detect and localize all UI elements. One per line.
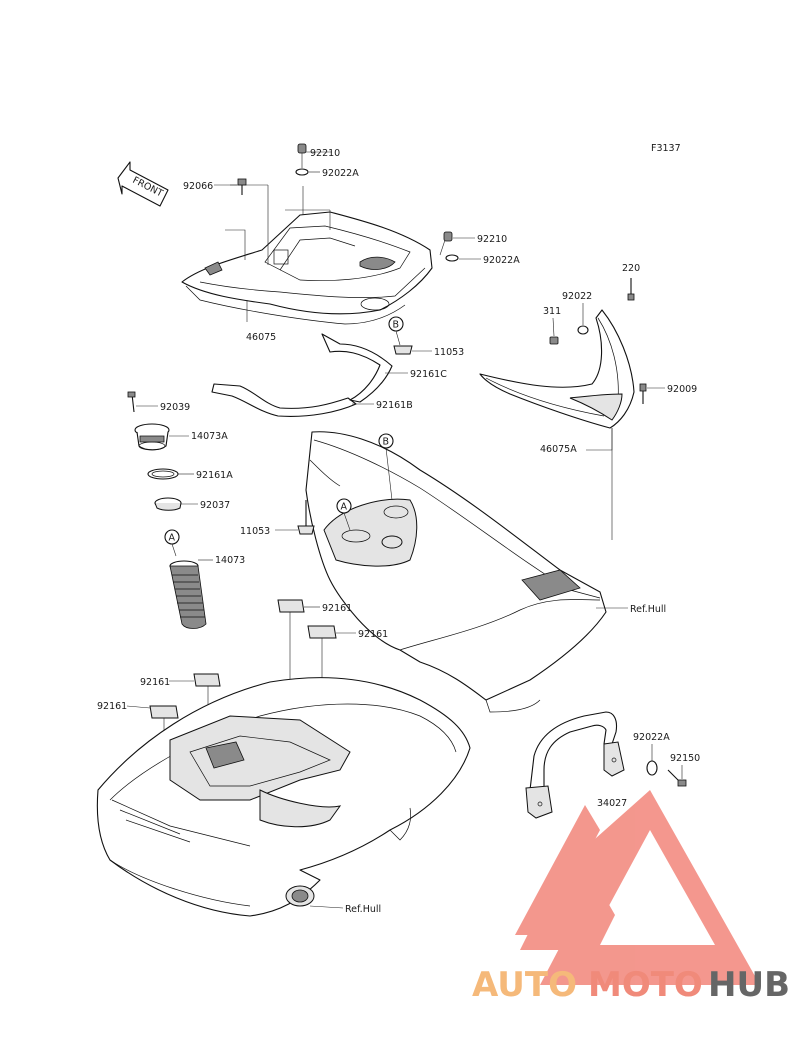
label-46075: 46075 — [246, 332, 276, 343]
bolt-92210-top-icon — [297, 143, 307, 154]
screw-220-icon — [627, 278, 635, 301]
clip-11053-right-icon — [393, 345, 413, 355]
label-92039: 92039 — [160, 402, 190, 413]
watermark-logo-icon — [515, 790, 760, 985]
front-arrow-icon: FRONT — [117, 161, 169, 207]
svg-text:A: A — [169, 533, 176, 544]
watermark-text: AUTO MOTO HUB — [472, 965, 790, 1005]
clip-11053-left-icon — [297, 500, 315, 535]
bolt-92210-mid-icon — [443, 231, 453, 242]
label-92037: 92037 — [200, 500, 230, 511]
label-92150: 92150 — [670, 753, 700, 764]
label-311: 311 — [543, 306, 561, 317]
pad-92161-d-icon — [149, 705, 179, 719]
svg-text:B: B — [383, 437, 390, 448]
oring-92161A-icon — [147, 468, 179, 480]
label-92210-top: 92210 — [310, 148, 340, 159]
handle-34027-drawing — [525, 711, 625, 819]
label-92210-mid: 92210 — [477, 234, 507, 245]
label-220: 220 — [622, 263, 640, 274]
watermark-moto: MOTO — [588, 965, 703, 1005]
label-92161-d: 92161 — [97, 701, 127, 712]
label-92161-b: 92161 — [358, 629, 388, 640]
label-14073A: 14073A — [191, 431, 228, 442]
label-34027: 34027 — [597, 798, 627, 809]
gasket-92161C-drawing — [321, 333, 393, 403]
label-11053-left: 11053 — [240, 526, 270, 537]
label-92022A-low: 92022A — [633, 732, 670, 743]
washer-92022-icon — [577, 325, 589, 335]
screw-92009-icon — [639, 383, 647, 404]
label-11053-right: 11053 — [434, 347, 464, 358]
label-92009: 92009 — [667, 384, 697, 395]
svg-text:B: B — [393, 320, 400, 331]
label-92161A: 92161A — [196, 470, 233, 481]
watermark-auto: AUTO — [472, 965, 577, 1005]
lower-hull-drawing — [96, 677, 471, 917]
label-14073: 14073 — [215, 555, 245, 566]
gasket-92161B-drawing — [211, 383, 357, 417]
washer-92022A-low-icon — [646, 760, 658, 776]
label-92161-c: 92161 — [140, 677, 170, 688]
label-92161C: 92161C — [410, 369, 447, 380]
pad-92161-a-icon — [277, 599, 305, 613]
pad-92161-b-icon — [307, 625, 337, 639]
callout-b-deck: B — [378, 433, 394, 449]
ref-hull-bottom-label: Ref.Hull — [345, 904, 381, 915]
callout-a-left: A — [164, 529, 180, 545]
label-92066: 92066 — [183, 181, 213, 192]
watermark-hub: HUB — [708, 965, 790, 1005]
ref-hull-right-label: Ref.Hull — [630, 604, 666, 615]
label-92161B: 92161B — [376, 400, 413, 411]
callout-a-deck: A — [336, 498, 352, 514]
cover-46075A-drawing — [479, 309, 635, 429]
pad-92161-c-icon — [193, 673, 221, 687]
hose-14073-drawing — [169, 560, 207, 629]
upper-deck-drawing — [305, 431, 607, 713]
bolt-92150-icon — [667, 769, 687, 787]
clamp-92037-icon — [154, 497, 182, 511]
figure-code: F3137 — [651, 143, 681, 154]
clamp-92039-icon — [127, 391, 136, 413]
washer-92022A-top-icon — [295, 168, 309, 176]
callout-b-top: B — [388, 316, 404, 332]
label-92022A-mid: 92022A — [483, 255, 520, 266]
washer-92022A-mid-icon — [445, 254, 459, 262]
svg-text:A: A — [341, 502, 348, 513]
cover-46075-drawing — [181, 211, 433, 325]
label-46075A: 46075A — [540, 444, 577, 455]
label-92022: 92022 — [562, 291, 592, 302]
label-92161-a: 92161 — [322, 603, 352, 614]
nut-311-icon — [549, 336, 559, 345]
screw-92066-icon — [237, 178, 247, 195]
label-92022A-top: 92022A — [322, 168, 359, 179]
fitting-14073A-icon — [134, 423, 170, 451]
